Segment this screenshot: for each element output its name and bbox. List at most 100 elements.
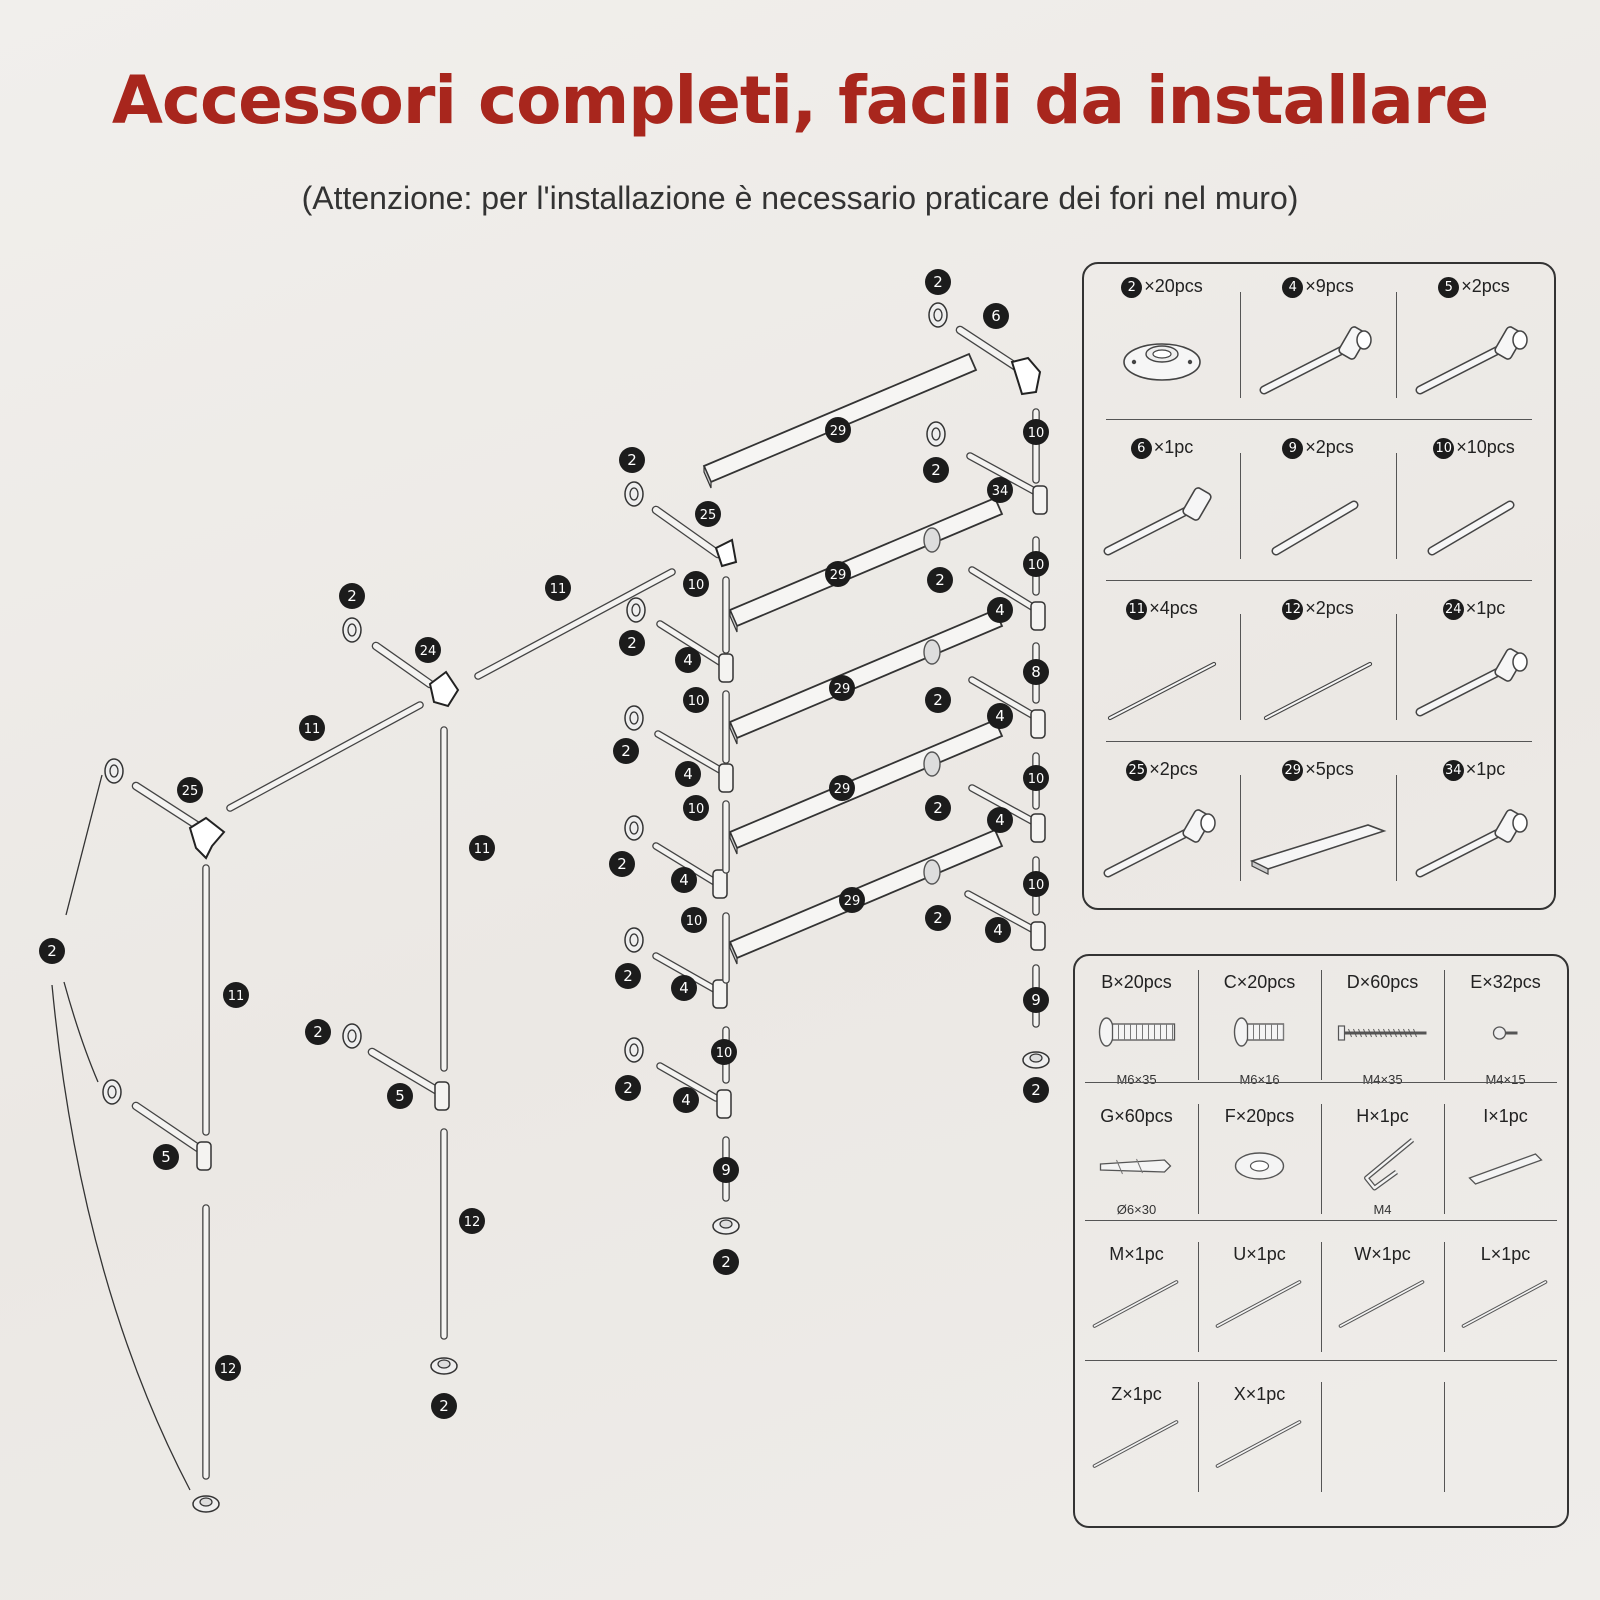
flange-hole	[931, 427, 941, 441]
grid-divider	[1321, 1382, 1322, 1492]
pipe-tee	[196, 1141, 212, 1171]
svg-text:11: 11	[474, 842, 491, 857]
grid-divider	[1198, 1104, 1199, 1214]
part-number-badge: 10	[1023, 551, 1049, 577]
grid-divider	[1106, 419, 1532, 420]
part-item: 10×10pcs	[1396, 425, 1552, 586]
floor-flange-neck	[719, 1219, 733, 1229]
parts-list-panel: 2×20pcs 4×9pcs 5×2pcs 6×1pc 9×2pcs 10×10…	[1082, 262, 1556, 910]
part-quantity: ×9pcs	[1305, 276, 1354, 296]
svg-text:10: 10	[1028, 558, 1045, 573]
svg-text:29: 29	[844, 894, 861, 909]
part-number-badge: 10	[683, 571, 709, 597]
part-item: 4×9pcs	[1240, 264, 1396, 425]
pipe-fill	[969, 567, 1037, 611]
part-number: 4	[1282, 276, 1304, 298]
svg-text:12: 12	[220, 1362, 237, 1377]
part-number-badge: 2	[713, 1249, 739, 1275]
part-label: 12×2pcs	[1240, 598, 1396, 620]
flange-hole	[933, 308, 943, 322]
grid-divider	[1085, 1360, 1557, 1361]
hardware-label: U×1pc	[1233, 1244, 1286, 1264]
part-number: 9	[1282, 437, 1304, 459]
grid-divider	[1240, 775, 1241, 881]
hex-key-icon	[1364, 1138, 1415, 1191]
rod-icon	[1338, 1280, 1425, 1328]
shelf-board	[728, 718, 1004, 850]
pipe-fill	[957, 327, 1021, 371]
part-number-badge: 2	[609, 851, 635, 877]
part-number-badge: 11	[545, 575, 571, 601]
part-number-badge: 2	[927, 567, 953, 593]
flange	[342, 1023, 362, 1049]
part-number-badge: 4	[987, 597, 1013, 623]
shelf-edge	[729, 721, 738, 745]
part-number-badge: 4	[675, 647, 701, 673]
part-number-badge: 2	[925, 795, 951, 821]
flange	[926, 421, 946, 447]
part-number-badge: 4	[671, 975, 697, 1001]
part-item: 24×1pc	[1396, 586, 1552, 747]
part-number-badge: 2	[619, 447, 645, 473]
part-label: 29×5pcs	[1240, 759, 1396, 781]
pipe-fill	[369, 1049, 439, 1093]
flange	[624, 481, 644, 507]
svg-text:29: 29	[830, 424, 847, 439]
hardware-label: X×1pc	[1233, 1384, 1286, 1404]
grid-divider	[1106, 580, 1532, 581]
pipe-fill	[657, 621, 723, 665]
hardware-label: E×32pcs	[1470, 972, 1541, 992]
svg-text:24: 24	[420, 644, 437, 659]
flange	[102, 1079, 122, 1105]
svg-text:10: 10	[688, 802, 705, 817]
hardware-label: G×60pcs	[1100, 1106, 1173, 1126]
svg-text:5: 5	[395, 1087, 405, 1105]
svg-text:10: 10	[686, 914, 703, 929]
flange-hole	[631, 603, 641, 617]
pipe-tee	[1032, 485, 1048, 515]
svg-text:9: 9	[721, 1161, 731, 1179]
pipe-tee	[712, 979, 728, 1009]
part-number-badge: 4	[673, 1087, 699, 1113]
shelf-board	[728, 608, 1004, 740]
svg-text:2: 2	[627, 634, 637, 652]
hardware-label: B×20pcs	[1101, 972, 1172, 992]
svg-text:5: 5	[161, 1148, 171, 1166]
svg-text:2: 2	[1031, 1081, 1041, 1099]
bracket-icon	[1468, 1153, 1543, 1185]
part-label: 10×10pcs	[1396, 437, 1552, 459]
shelf-edge	[729, 831, 738, 855]
svg-text:10: 10	[1028, 426, 1045, 441]
part-number-badge: 10	[1023, 765, 1049, 791]
long-pipe-icon	[1263, 661, 1373, 721]
part-item: 6×1pc	[1084, 425, 1240, 586]
svg-text:10: 10	[1028, 772, 1045, 787]
shelf-board	[728, 828, 1004, 960]
pipe-three-way-icon	[1103, 809, 1216, 878]
grid-divider	[1198, 1382, 1199, 1492]
grid-divider	[1085, 1082, 1557, 1083]
part-number-badge: 2	[925, 687, 951, 713]
flange-hole	[109, 764, 119, 778]
pipe-tee	[712, 869, 728, 899]
flange	[624, 1037, 644, 1063]
part-number-badge: 29	[825, 561, 851, 587]
part-number-badge: 29	[825, 417, 851, 443]
flange	[624, 705, 644, 731]
pipe-tee	[1030, 813, 1046, 843]
hardware-item: I×1pc	[1444, 1090, 1567, 1226]
pipe-tee-icon	[1415, 648, 1528, 717]
part-number-badge: 12	[459, 1208, 485, 1234]
svg-text:2: 2	[347, 587, 357, 605]
pipe-tee-icon	[1415, 809, 1528, 878]
svg-text:8: 8	[1031, 663, 1041, 681]
short-pipe-icon	[1271, 500, 1359, 556]
grid-divider	[1444, 1242, 1445, 1352]
grid-divider	[1321, 970, 1322, 1080]
part-quantity: ×1pc	[1465, 598, 1506, 618]
part-item: 29×5pcs	[1240, 747, 1396, 908]
